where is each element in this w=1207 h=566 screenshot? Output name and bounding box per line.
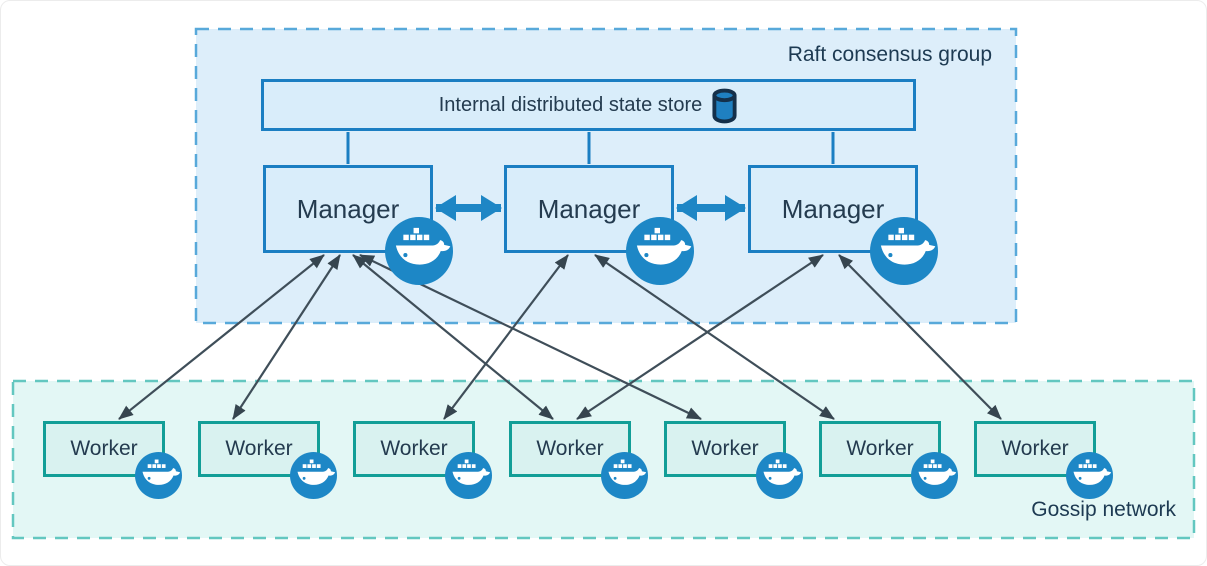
worker-6-node: Worker xyxy=(819,421,941,477)
worker-label: Worker xyxy=(1001,437,1069,460)
worker-label: Worker xyxy=(846,437,914,460)
link-arrow-manager-1-worker-2 xyxy=(232,254,341,420)
manager-label: Manager xyxy=(296,193,400,224)
worker-label: Worker xyxy=(691,437,759,460)
docker-whale-icon xyxy=(870,217,938,290)
worker-label: Worker xyxy=(70,437,138,460)
state-store-label: Internal distributed state store xyxy=(438,93,703,116)
worker-3-node: Worker xyxy=(353,421,475,477)
gossip-network-label: Gossip network xyxy=(1031,498,1176,521)
worker-label: Worker xyxy=(536,437,604,460)
docker-whale-icon xyxy=(1065,451,1113,504)
manager-2-node: Manager xyxy=(504,165,674,253)
worker-label: Worker xyxy=(225,437,293,460)
worker-4-node: Worker xyxy=(509,421,631,477)
manager-label: Manager xyxy=(781,193,885,224)
link-arrow-manager-3-worker-4 xyxy=(576,254,824,420)
docker-whale-icon xyxy=(289,451,337,504)
docker-whale-icon xyxy=(385,217,453,290)
docker-whale-icon xyxy=(600,451,648,504)
state-store-box: Internal distributed state store xyxy=(261,79,916,131)
manager-label: Manager xyxy=(537,193,641,224)
link-arrow-manager-3-worker-7 xyxy=(838,254,1002,420)
docker-whale-icon xyxy=(444,451,492,504)
store-manager-connectors xyxy=(346,132,835,164)
worker-label: Worker xyxy=(380,437,448,460)
docker-whale-icon xyxy=(910,451,958,504)
manager-worker-arrows xyxy=(118,254,1002,420)
raft-group-label: Raft consensus group xyxy=(787,43,992,66)
docker-whale-icon xyxy=(134,451,182,504)
link-arrow-manager-2-worker-3 xyxy=(443,254,569,420)
database-icon xyxy=(712,88,737,123)
docker-whale-icon xyxy=(626,217,694,290)
docker-whale-icon xyxy=(755,451,803,504)
